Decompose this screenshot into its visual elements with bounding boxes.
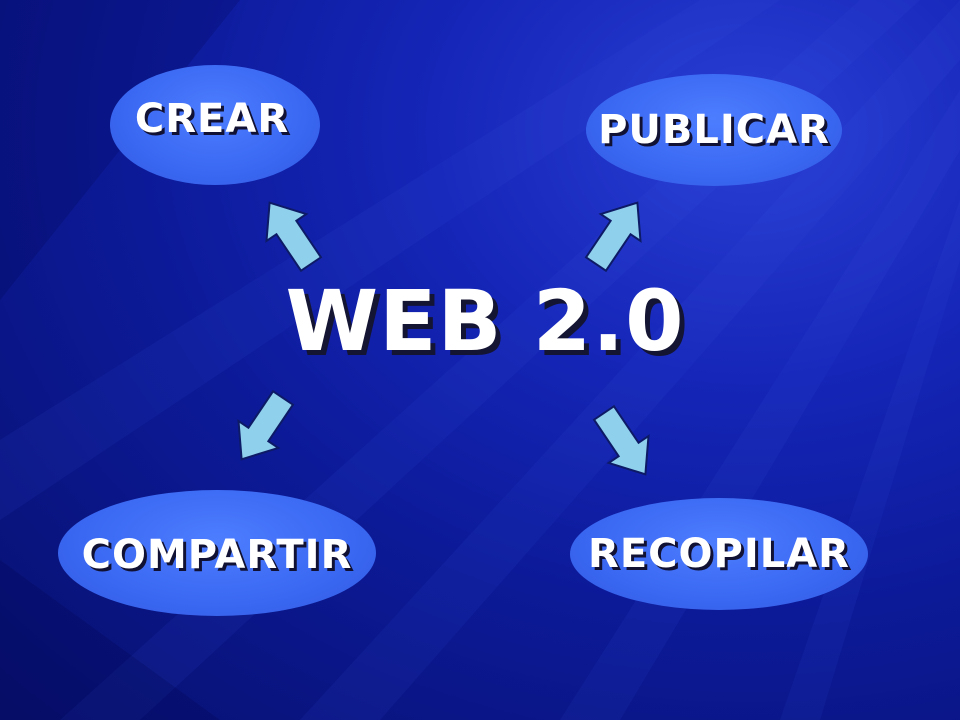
node-recopilar: RECOPILAR	[570, 498, 868, 610]
node-crear-label: CREAR	[134, 96, 290, 142]
arrow-down-right-icon	[583, 398, 667, 489]
node-crear: CREAR	[110, 65, 320, 185]
node-publicar-label: PUBLICAR	[598, 107, 830, 153]
node-publicar: PUBLICAR	[586, 74, 842, 186]
arrow-up-left-icon	[248, 188, 332, 279]
arrow-up-right-icon	[575, 188, 659, 279]
arrow-down-left-icon	[220, 383, 304, 474]
node-recopilar-label: RECOPILAR	[588, 531, 850, 577]
node-compartir: COMPARTIR	[58, 490, 376, 616]
node-compartir-label: COMPARTIR	[81, 532, 353, 578]
center-title: WEB 2.0	[285, 272, 685, 370]
